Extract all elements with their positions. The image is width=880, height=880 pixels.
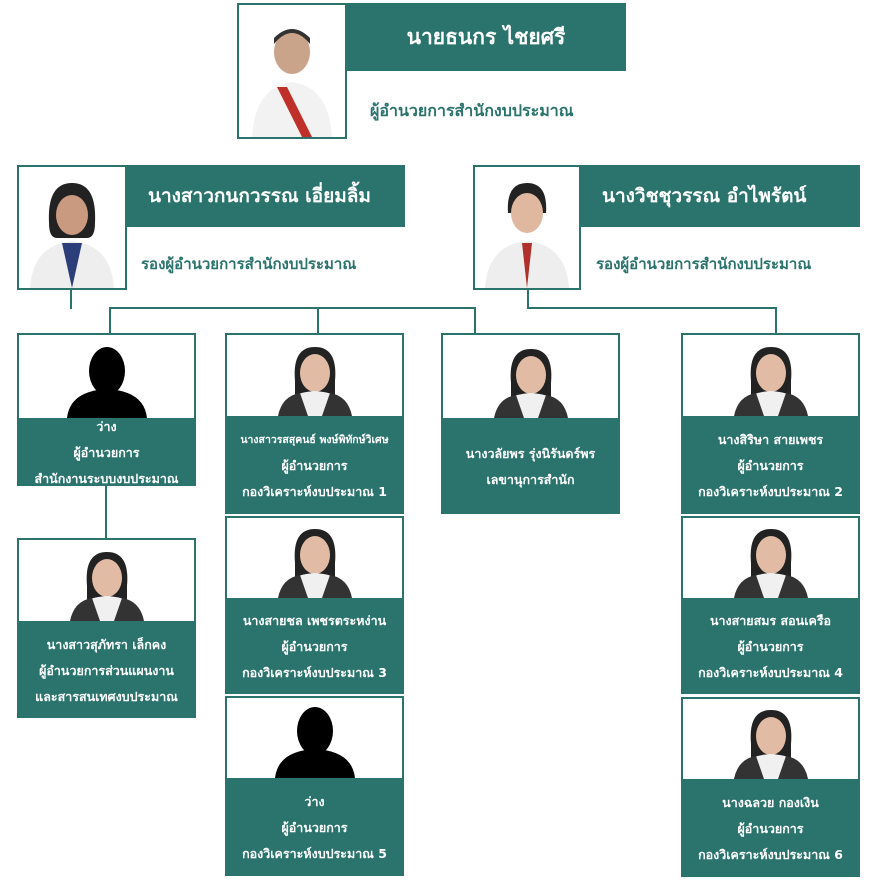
card-unit: กองวิเคราะห์งบประมาณ 6 — [698, 847, 843, 862]
card-position: ผู้อำนวยการ — [737, 821, 804, 836]
card-unit: และสารสนเทศงบประมาณ — [35, 688, 178, 704]
deputy-right-photo — [473, 165, 581, 290]
connector-line — [775, 307, 777, 334]
card-position: ผู้อำนวยการ — [737, 458, 804, 473]
person-photo-icon — [252, 29, 332, 137]
card-position: ผู้อำนวยการ — [73, 445, 140, 460]
deputy-right-title: รองผู้อำนวยการสำนักงบประมาณ — [596, 255, 812, 273]
card-photo — [681, 333, 860, 418]
person-photo-icon — [733, 529, 808, 598]
card-name: นางสิริษา สายเพชร — [717, 432, 824, 447]
card-name: นางฉลวย กองเงิน — [722, 795, 819, 810]
connector-line — [317, 307, 319, 334]
person-photo-icon — [30, 183, 114, 288]
card-position: ผู้อำนวยการ — [737, 639, 804, 654]
card-photo — [17, 333, 196, 420]
card-position: ผู้อำนวยการส่วนแผนงาน — [39, 662, 174, 678]
person-photo-icon — [493, 349, 568, 418]
director-title: ผู้อำนวยการสำนักงบประมาณ — [370, 101, 574, 120]
card-text: ว่างผู้อำนวยการสำนักงานระบบงบประมาณ — [17, 419, 196, 486]
card-name: นางสายชล เพชรตระหง่าน — [242, 613, 387, 628]
card-photo — [441, 333, 620, 420]
deputy-left-name: นางสาวกนกวรรณ เอี่ยมลิ้ม — [126, 165, 405, 227]
card-unit: กองวิเคราะห์งบประมาณ 3 — [242, 665, 387, 680]
deputy-right-name: นางวิชชุวรรณ อำไพรัตน์ — [580, 165, 860, 227]
card-text: นางสิริษา สายเพชรผู้อำนวยการกองวิเคราะห์… — [681, 418, 860, 514]
connector-line — [527, 307, 777, 309]
deputy-left-title: รองผู้อำนวยการสำนักงบประมาณ — [141, 255, 357, 273]
card-photo — [225, 516, 404, 600]
card-position: ผู้อำนวยการ — [281, 820, 348, 835]
card-unit: กองวิเคราะห์งบประมาณ 5 — [242, 846, 387, 861]
person-photo-icon — [733, 347, 808, 416]
card-unit: กองวิเคราะห์งบประมาณ 4 — [698, 665, 843, 680]
card-unit: สำนักงานระบบงบประมาณ — [34, 471, 179, 486]
connector-line — [109, 307, 111, 334]
card-text: ว่างผู้อำนวยการกองวิเคราะห์งบประมาณ 5 — [225, 780, 404, 876]
card-position: ผู้อำนวยการ — [281, 639, 348, 654]
card-text: นางฉลวย กองเงินผู้อำนวยการกองวิเคราะห์งบ… — [681, 781, 860, 877]
card-text: นางสาวรสสุคนธ์ พงษ์พิทักษ์วิเศษผู้อำนวยก… — [225, 418, 404, 514]
vacant-silhouette-icon — [274, 707, 355, 778]
person-photo-icon — [277, 347, 352, 416]
vacant-silhouette-icon — [66, 347, 147, 418]
connector-line — [105, 486, 107, 539]
card-text: นางสาวสุภัทรา เล็กคงผู้อำนวยการส่วนแผนงา… — [17, 623, 196, 718]
card-name: นางสาวสุภัทรา เล็กคง — [46, 636, 167, 652]
director-name: นายธนกร ไชยศรี — [346, 3, 626, 71]
card-text: นางสายสมร สอนเครือผู้อำนวยการกองวิเคราะห… — [681, 600, 860, 694]
card-name: ว่าง — [96, 419, 117, 434]
card-text: นางวลัยพร รุ่งนิรันดร์พรเลขานุการสำนัก — [441, 420, 620, 514]
card-photo — [681, 516, 860, 600]
card-name: นางสาวรสสุคนธ์ พงษ์พิทักษ์วิเศษ — [240, 434, 389, 446]
connector-line — [109, 307, 476, 309]
card-name: ว่าง — [304, 794, 325, 809]
person-photo-icon — [69, 552, 144, 621]
card-text: นางสายชล เพชรตระหง่านผู้อำนวยการกองวิเคร… — [225, 600, 404, 694]
connector-line — [527, 289, 529, 309]
card-unit: กองวิเคราะห์งบประมาณ 1 — [242, 484, 387, 499]
card-photo — [681, 697, 860, 781]
person-photo-icon — [277, 529, 352, 598]
card-name: นางวลัยพร รุ่งนิรันดร์พร — [465, 446, 596, 461]
person-photo-icon — [733, 710, 808, 779]
card-photo — [225, 333, 404, 418]
connector-line — [474, 307, 476, 334]
director-photo — [237, 3, 347, 139]
card-name: นางสายสมร สอนเครือ — [709, 613, 832, 628]
card-photo — [17, 538, 196, 623]
card-unit: กองวิเคราะห์งบประมาณ 2 — [698, 484, 843, 499]
card-position: ผู้อำนวยการ — [281, 458, 348, 473]
connector-line — [70, 289, 72, 309]
deputy-left-photo — [17, 165, 127, 290]
person-photo-icon — [485, 183, 569, 288]
card-position: เลขานุการสำนัก — [486, 472, 575, 487]
card-photo — [225, 696, 404, 780]
